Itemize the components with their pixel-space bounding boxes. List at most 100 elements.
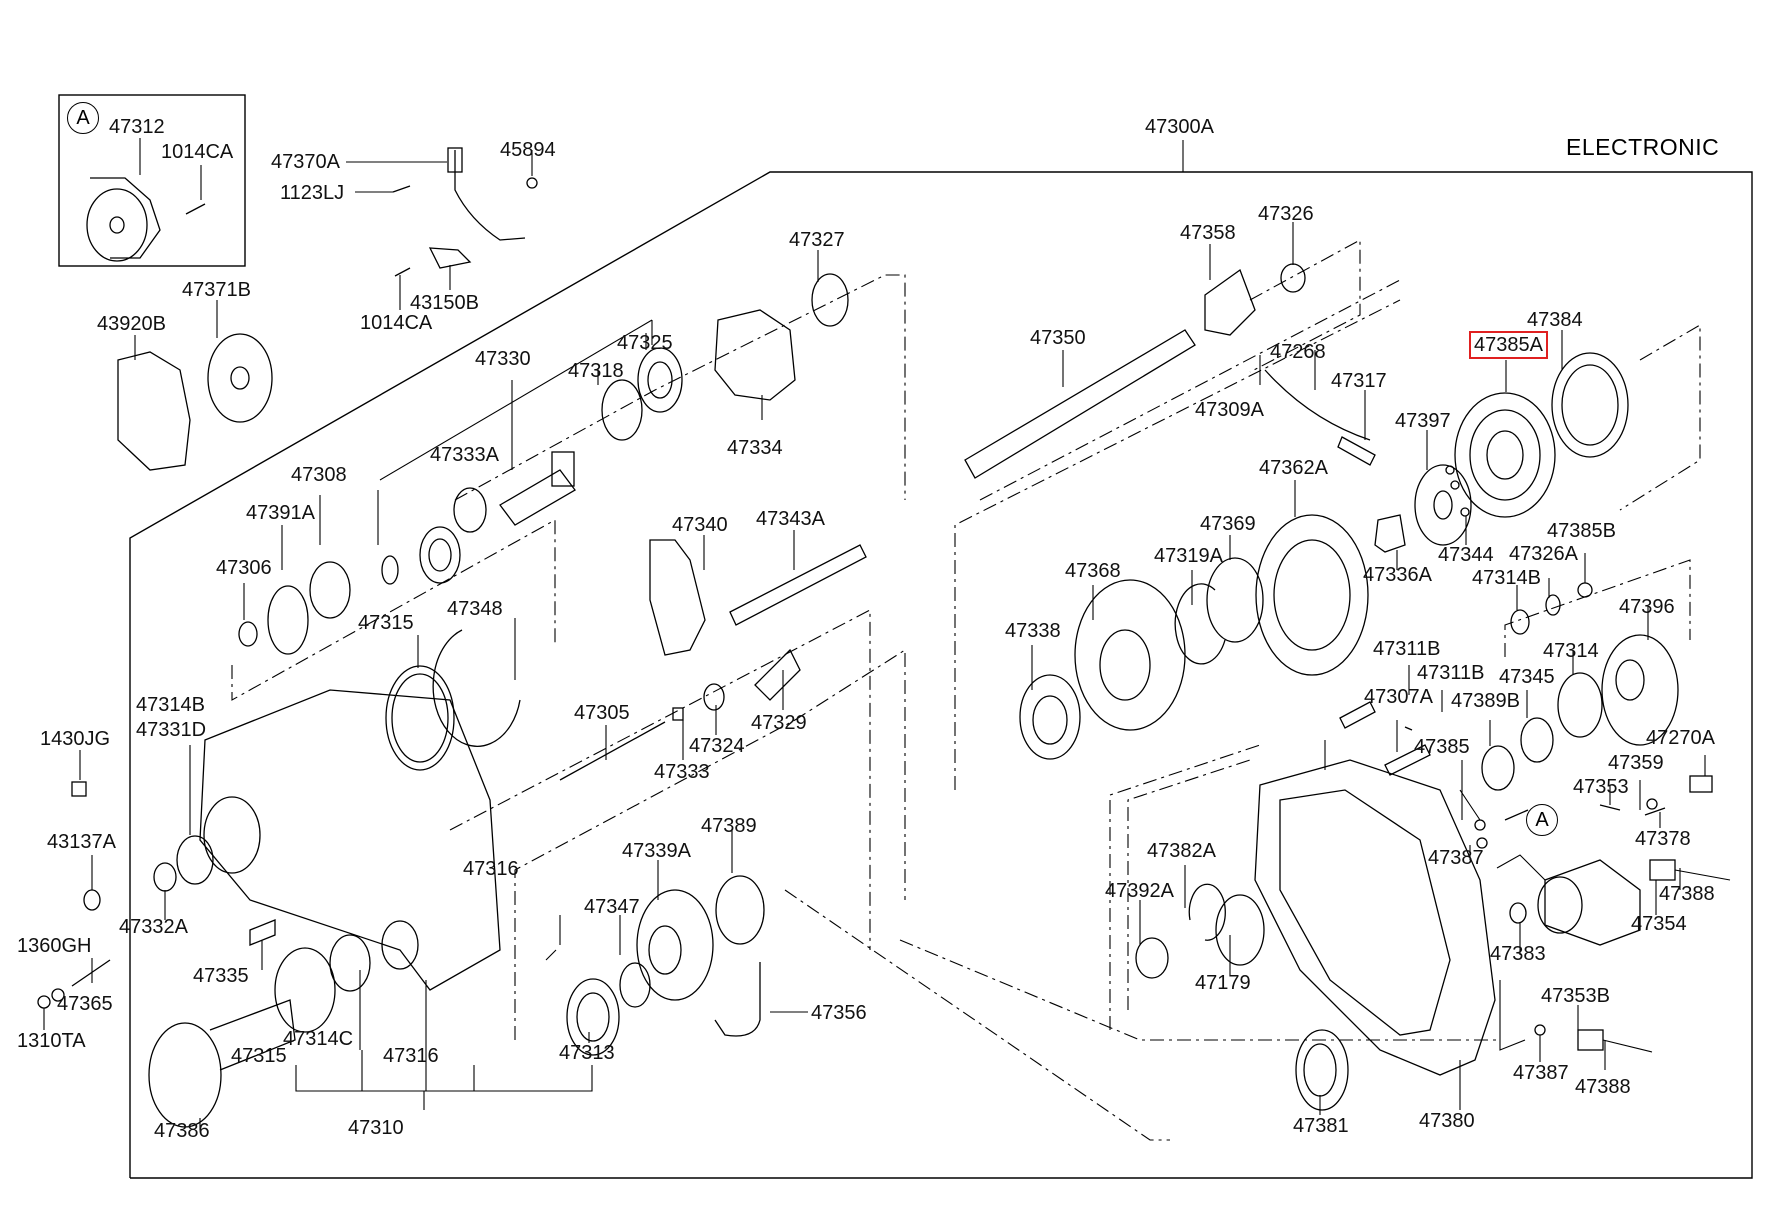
part-label-47306[interactable]: 47306 [216,557,272,579]
part-label-47314C[interactable]: 47314C [283,1028,354,1050]
part-label-47368[interactable]: 47368 [1065,560,1121,582]
part-label-47318[interactable]: 47318 [568,360,624,382]
part-label-47332A[interactable]: 47332A [119,916,188,938]
part-label-47311B-a[interactable]: 47311B [1373,638,1441,660]
part-label-1123LJ[interactable]: 1123LJ [280,182,345,204]
part-label-1360GH[interactable]: 1360GH [17,935,92,957]
part-label-47315-lower[interactable]: 47315 [231,1045,287,1067]
snap-ring-drawing [1174,583,1226,665]
part-label-47325[interactable]: 47325 [617,332,673,354]
part-label-47389[interactable]: 47389 [701,815,757,837]
part-label-47362A[interactable]: 47362A [1259,457,1328,479]
part-label-47340[interactable]: 47340 [672,514,728,536]
part-label-47392A[interactable]: 47392A [1105,880,1174,902]
oil-seal-drawing [329,934,371,992]
washer-drawing [1545,594,1561,616]
part-label-47316-upper[interactable]: 47316 [463,858,519,880]
axis-line [1127,759,1251,1010]
part-label-47388-upper[interactable]: 47388 [1659,883,1715,905]
part-label-47326[interactable]: 47326 [1258,203,1314,225]
fitting-drawing [249,919,276,946]
part-label-47370A[interactable]: 47370A [271,151,340,173]
part-label-47268[interactable]: 47268 [1270,341,1326,363]
part-label-47314B-left[interactable]: 47314B [136,694,205,716]
part-label-47386[interactable]: 47386 [154,1120,210,1142]
part-label-47333[interactable]: 47333 [654,761,710,783]
carrier-drawing [714,309,796,401]
part-label-47305[interactable]: 47305 [574,702,630,724]
part-label-47353[interactable]: 47353 [1573,776,1629,798]
part-label-47369[interactable]: 47369 [1200,513,1256,535]
part-label-47356[interactable]: 47356 [811,1002,867,1024]
part-label-47330[interactable]: 47330 [475,348,531,370]
part-label-47314[interactable]: 47314 [1543,640,1599,662]
part-label-47333A[interactable]: 47333A [430,444,499,466]
part-label-47381[interactable]: 47381 [1293,1115,1349,1137]
screw-drawing [1599,804,1621,811]
part-label-47334[interactable]: 47334 [727,437,783,459]
part-label-47344[interactable]: 47344 [1438,544,1494,566]
part-label-1430JG[interactable]: 1430JG [40,728,111,750]
part-label-47389B[interactable]: 47389B [1451,690,1520,712]
part-label-47371B[interactable]: 47371B [182,279,251,301]
part-label-1014CA-inset[interactable]: 1014CA [161,141,234,163]
part-label-47310[interactable]: 47310 [348,1117,404,1139]
part-label-47312[interactable]: 47312 [109,116,165,138]
part-label-47384[interactable]: 47384 [1527,309,1583,331]
part-label-43150B[interactable]: 43150B [410,292,479,314]
part-label-47317[interactable]: 47317 [1331,370,1387,392]
part-label-47319A[interactable]: 47319A [1154,545,1223,567]
part-label-47347[interactable]: 47347 [584,896,640,918]
part-label-47179[interactable]: 47179 [1195,972,1251,994]
part-label-47383[interactable]: 47383 [1490,943,1546,965]
gear-drawing [551,451,575,487]
part-label-47335[interactable]: 47335 [193,965,249,987]
part-label-47313[interactable]: 47313 [559,1042,615,1064]
part-label-47378[interactable]: 47378 [1635,828,1691,850]
part-label-45894[interactable]: 45894 [500,139,556,161]
part-label-47270A[interactable]: 47270A [1646,727,1715,749]
part-label-47316-lower[interactable]: 47316 [383,1045,439,1067]
part-label-47385[interactable]: 47385 [1414,736,1470,758]
part-label-1014CA[interactable]: 1014CA [360,312,433,334]
part-label-47326A[interactable]: 47326A [1509,543,1578,565]
part-label-47331D[interactable]: 47331D [136,719,207,741]
part-label-43137A[interactable]: 43137A [47,831,116,853]
part-label-47300A[interactable]: 47300A [1145,116,1214,138]
part-label-47324[interactable]: 47324 [689,735,745,757]
part-label-47311B-b[interactable]: 47311B [1417,662,1485,684]
part-label-47345[interactable]: 47345 [1499,666,1555,688]
part-label-47385B[interactable]: 47385B [1547,520,1616,542]
part-label-47353B[interactable]: 47353B [1541,985,1610,1007]
part-label-47354[interactable]: 47354 [1631,913,1687,935]
part-label-47359[interactable]: 47359 [1608,752,1664,774]
part-label-43920B[interactable]: 43920B [97,313,166,335]
part-label-47358[interactable]: 47358 [1180,222,1236,244]
snap-ring-drawing [432,629,521,747]
part-label-47327[interactable]: 47327 [789,229,845,251]
part-label-47308[interactable]: 47308 [291,464,347,486]
part-label-47315-upper[interactable]: 47315 [358,612,414,634]
part-label-47387-lower[interactable]: 47387 [1513,1062,1569,1084]
part-label-47391A[interactable]: 47391A [246,502,315,524]
part-label-47329[interactable]: 47329 [751,712,807,734]
part-label-47350[interactable]: 47350 [1030,327,1086,349]
part-label-47338[interactable]: 47338 [1005,620,1061,642]
part-label-47387-upper[interactable]: 47387 [1428,847,1484,869]
part-label-47365[interactable]: 47365 [57,993,113,1015]
part-label-47380[interactable]: 47380 [1419,1110,1475,1132]
callout-marker-a[interactable]: A [1526,804,1558,836]
part-label-47397[interactable]: 47397 [1395,410,1451,432]
part-label-47396[interactable]: 47396 [1619,596,1675,618]
part-label-47343A[interactable]: 47343A [756,508,825,530]
part-label-47385A-highlighted[interactable]: 47385A [1469,331,1548,359]
part-label-47339A[interactable]: 47339A [622,840,691,862]
part-label-47314B-right[interactable]: 47314B [1472,567,1541,589]
part-label-47307A[interactable]: 47307A [1364,686,1433,708]
part-label-47309A[interactable]: 47309A [1195,399,1264,421]
part-label-47348[interactable]: 47348 [447,598,503,620]
part-label-1310TA[interactable]: 1310TA [17,1030,86,1052]
part-label-47336A[interactable]: 47336A [1363,564,1432,586]
part-label-47382A[interactable]: 47382A [1147,840,1216,862]
part-label-47388-lower[interactable]: 47388 [1575,1076,1631,1098]
